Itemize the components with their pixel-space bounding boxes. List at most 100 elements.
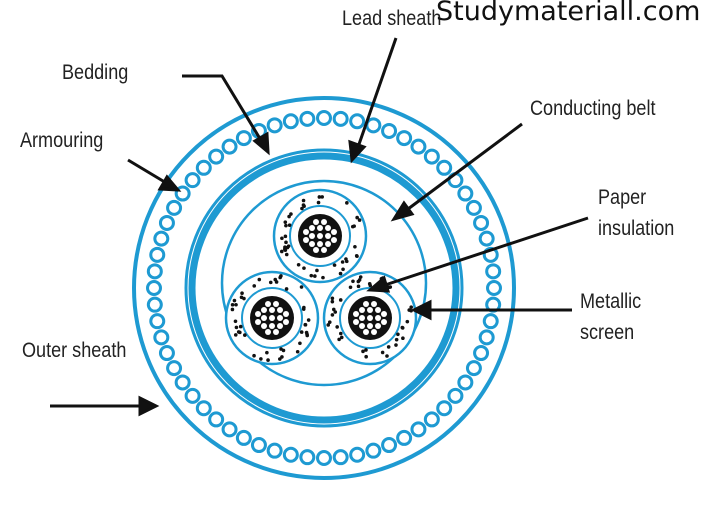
- armour-bead: [381, 122, 398, 139]
- arrow-armouring: [127, 158, 169, 186]
- conductor-strand: [255, 319, 261, 325]
- core-screen-circle: [339, 287, 401, 349]
- conductor-strand: [277, 307, 283, 313]
- paper-dot: [351, 279, 355, 284]
- paper-dot: [317, 195, 322, 199]
- armour-bead: [457, 185, 474, 202]
- arrow-armouring-head: [157, 174, 182, 192]
- armour-bead: [436, 159, 453, 176]
- paper-dot: [341, 267, 345, 272]
- paper-dot: [344, 259, 349, 264]
- armour-bead: [146, 263, 163, 280]
- armour-bead: [485, 263, 502, 280]
- arrow-conducting-belt: [403, 122, 523, 214]
- armour-bead: [195, 400, 212, 417]
- armour-bead: [349, 446, 366, 463]
- arrow-conducting-belt-head: [390, 200, 415, 222]
- conductor-strand: [313, 247, 319, 253]
- armour-bead: [221, 421, 238, 438]
- conductor-strand: [359, 323, 365, 329]
- armour-bead: [473, 345, 490, 362]
- conductor-strand: [331, 237, 337, 243]
- armour-bead: [457, 374, 474, 391]
- arrow-outer-sheath-head: [138, 395, 160, 417]
- paper-dot: [284, 287, 289, 291]
- paper-dot: [279, 347, 283, 351]
- paper-dot: [357, 218, 362, 222]
- paper-dot: [388, 285, 393, 289]
- paper-dot: [364, 354, 368, 359]
- conductor-strand: [371, 301, 377, 307]
- armour-bead: [365, 117, 382, 134]
- arrow-lead-sheath: [355, 37, 398, 151]
- armour-bead: [410, 138, 427, 155]
- paper-dot: [348, 285, 353, 290]
- conductor-strand: [375, 307, 381, 313]
- paper-dot: [252, 353, 256, 358]
- conductor-strand: [309, 233, 315, 239]
- paper-dot: [353, 244, 357, 249]
- conductor-strand: [367, 323, 373, 329]
- paper-dot: [279, 274, 283, 278]
- armour-bead: [478, 329, 495, 346]
- conductor-strand: [325, 233, 331, 239]
- outer-sheath-ring: [132, 96, 516, 480]
- armour-bead: [299, 110, 316, 127]
- paper-dot: [284, 223, 288, 228]
- conductor-strand: [359, 315, 365, 321]
- paper-dot: [279, 249, 284, 254]
- paper-dot: [315, 268, 319, 273]
- paper-dot: [333, 310, 338, 314]
- paper-dot: [301, 203, 306, 207]
- paper-dot: [380, 350, 385, 355]
- armour-bead: [282, 113, 299, 130]
- armour-bead: [153, 230, 170, 247]
- conductor-strand: [363, 301, 369, 307]
- paper-dot: [289, 212, 293, 216]
- paper-dot: [339, 335, 344, 340]
- conductor-cores: [224, 188, 418, 366]
- armour-bead: [235, 429, 252, 446]
- bedding-ring: [184, 148, 464, 428]
- armour-bead: [158, 214, 175, 231]
- paper-dot: [233, 319, 238, 324]
- conductor-strand: [381, 319, 387, 325]
- paper-dot: [299, 330, 304, 334]
- paper-dot: [283, 234, 288, 239]
- conductor-strand: [363, 329, 369, 335]
- conductor-strand: [273, 301, 279, 307]
- paper-dot: [356, 284, 361, 289]
- paper-dot: [338, 298, 343, 302]
- paper-dot: [320, 195, 324, 199]
- paper-dot: [309, 273, 314, 278]
- conductor-strand: [353, 311, 359, 317]
- conductor-strand: [381, 311, 387, 317]
- armour-bead: [381, 437, 398, 454]
- paper-dot: [280, 236, 284, 241]
- paper-dot: [338, 271, 343, 276]
- armour-bead: [478, 230, 495, 247]
- conductor-strand: [255, 311, 261, 317]
- paper-dot: [326, 323, 331, 327]
- armour-bead: [316, 450, 332, 466]
- paper-dot: [327, 320, 332, 324]
- conductor-strand: [277, 315, 283, 321]
- arrow-bedding-head: [252, 131, 270, 156]
- paper-dot: [355, 215, 359, 220]
- conductor-strand: [273, 329, 279, 335]
- armour-bead: [153, 329, 170, 346]
- conductor-strand: [353, 319, 359, 325]
- paper-dot: [340, 260, 345, 264]
- paper-dot: [239, 295, 244, 300]
- arrow-paper-insulation: [381, 216, 589, 288]
- armour-bead: [465, 360, 482, 377]
- conductor-strand: [309, 241, 315, 247]
- conductor-strand: [277, 323, 283, 329]
- armour-bead: [410, 421, 427, 438]
- armour-bead: [208, 148, 225, 165]
- paper-dot: [301, 198, 306, 203]
- armour-bead: [266, 117, 283, 134]
- armour-bead: [473, 214, 490, 231]
- paper-dot: [234, 325, 239, 330]
- conductor-core: [224, 270, 320, 366]
